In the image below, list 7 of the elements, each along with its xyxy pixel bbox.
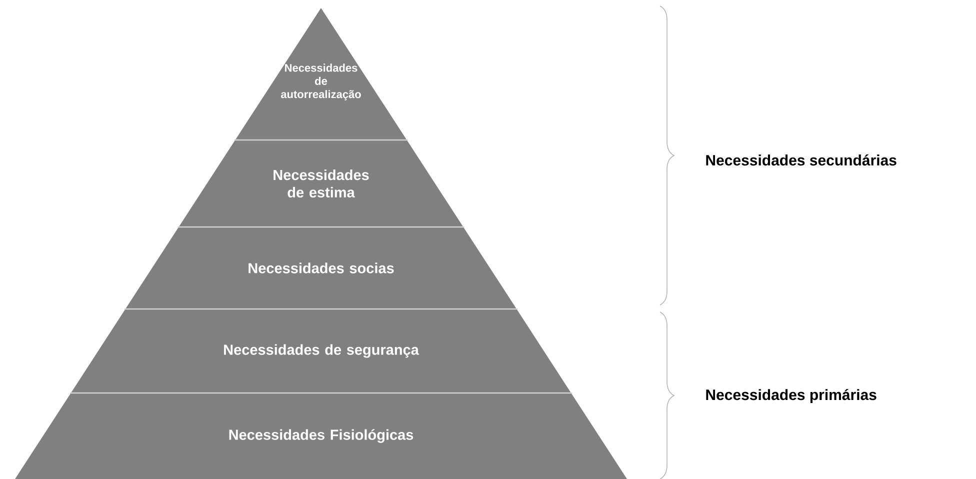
pyramid-level: Necessidades de segurança [70,309,572,393]
group-label: Necessidades secundárias [706,154,896,166]
pyramid-level: Necessidades de autorrealização [235,8,407,140]
pyramid-level: Necessidades Fisiológicas [15,393,627,479]
pyramid-level: Necessidades socias [125,227,517,309]
group-label: Necessidades primárias [706,388,876,404]
pyramid-level: Necessidades de estima [178,140,464,227]
